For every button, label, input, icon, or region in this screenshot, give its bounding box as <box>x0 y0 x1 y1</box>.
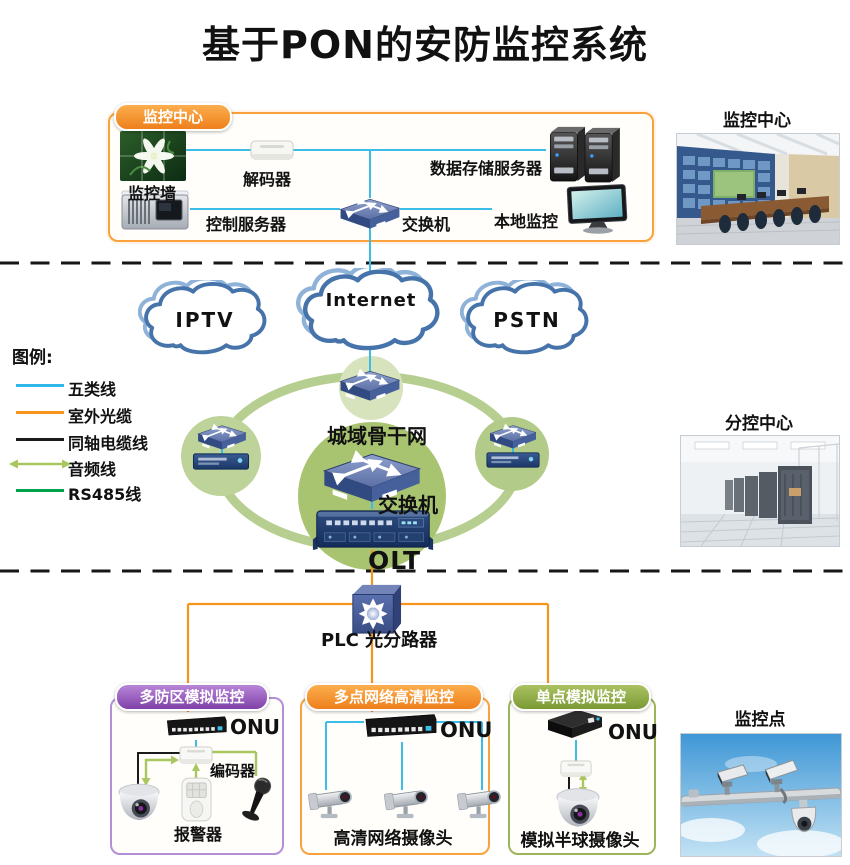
group-middle-camera-3 <box>456 787 502 819</box>
ring-right-rack <box>486 452 540 468</box>
group-middle-cameras-label: 高清网络摄像头 <box>333 829 453 849</box>
group-left-encoder-label: 编码器 <box>210 762 256 780</box>
ring-left-rack <box>192 453 250 470</box>
monitoring-point-photo <box>680 733 842 857</box>
control-server-device <box>121 190 189 230</box>
local-monitor-device <box>566 184 628 234</box>
center-switch-label: 交换机 <box>402 215 451 234</box>
monitoring-center-tab: 监控中心 <box>114 103 232 131</box>
monitoring-center-photo <box>676 133 840 245</box>
local-monitor-label: 本地监控 <box>494 212 559 231</box>
internet-cloud <box>294 268 448 356</box>
legend-line-rs485 <box>16 489 64 492</box>
decoder-label: 解码器 <box>243 170 292 189</box>
photo-branch-caption: 分控中心 <box>725 414 793 434</box>
legend-label-cat5: 五类线 <box>68 380 117 399</box>
branch-center-photo <box>680 435 840 547</box>
group-left-dome-camera <box>118 783 160 821</box>
legend-title: 图例: <box>12 348 53 368</box>
legend-label-rs485: RS485线 <box>68 485 142 504</box>
group-right-box <box>508 697 656 855</box>
group-middle-onu-label: ONU <box>440 718 493 742</box>
photo-center-caption: 监控中心 <box>723 111 791 131</box>
olt-label: OLT <box>368 546 422 575</box>
pstn-cloud-label: PSTN <box>493 308 561 332</box>
group-right-onu-device <box>548 710 602 738</box>
group-right-tab: 单点模拟监控 <box>511 683 651 711</box>
legend-label-audio: 音频线 <box>68 460 117 479</box>
group-right-converter-device <box>560 760 592 777</box>
legend-label-fiber: 室外光缆 <box>68 407 133 426</box>
core-switch-label: 交换机 <box>378 493 438 517</box>
legend-label-coax: 同轴电缆线 <box>68 434 149 453</box>
decoder-device <box>250 140 294 160</box>
monitor-wall-label: 监控墙 <box>128 184 177 203</box>
monitor-wall-image <box>120 131 186 181</box>
internet-cloud-label: Internet <box>325 290 417 311</box>
legend-line-cat5 <box>16 384 64 387</box>
photo-point-caption: 监控点 <box>734 710 786 730</box>
legend-line-coax <box>16 438 64 441</box>
group-left-microphone <box>242 777 272 821</box>
ring-left-switch <box>196 421 248 451</box>
group-middle-camera-2 <box>383 787 429 819</box>
group-right-camera-label: 模拟半球摄像头 <box>520 831 640 851</box>
group-left-pir-sensor <box>181 777 212 822</box>
group-middle-onu-device <box>365 714 437 737</box>
group-left-alarm-label: 报警器 <box>173 825 222 844</box>
plc-splitter-label: PLC 光分路器 <box>321 630 438 651</box>
control-server-label: 控制服务器 <box>206 215 287 234</box>
group-middle-tab: 多点网络高清监控 <box>305 683 483 711</box>
ring-top-switch <box>338 366 402 402</box>
group-left-onu-device <box>166 716 227 736</box>
page-title: 基于PON的安防监控系统 <box>202 23 648 67</box>
group-right-onu-label: ONU <box>608 720 658 744</box>
iptv-cloud-label: IPTV <box>175 308 235 332</box>
legend-line-fiber <box>16 411 64 414</box>
group-left-encoder-device <box>179 746 213 764</box>
center-switch-device <box>338 194 402 230</box>
group-left-tab: 多防区模拟监控 <box>115 683 269 711</box>
group-middle-camera-1 <box>307 787 353 819</box>
plc-splitter-device <box>352 584 402 634</box>
group-right-dome-camera <box>556 788 600 828</box>
ring-right-switch <box>488 421 538 450</box>
storage-server-label: 数据存储服务器 <box>430 159 543 178</box>
legend-audio-arrow <box>9 459 71 469</box>
storage-servers-device <box>549 126 621 183</box>
group-left-onu-label: ONU <box>230 715 280 739</box>
backbone-label: 城域骨干网 <box>327 424 427 448</box>
